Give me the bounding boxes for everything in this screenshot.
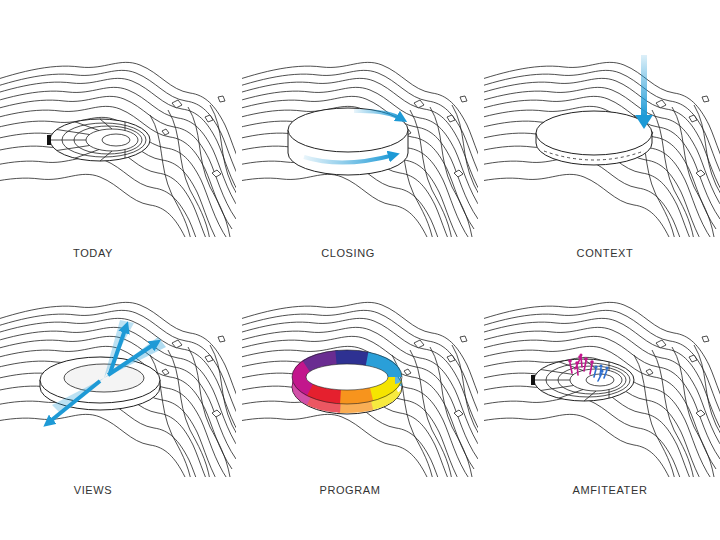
panel-label: VIEWS <box>74 484 112 497</box>
context-panel <box>484 55 720 237</box>
program-panel <box>242 302 478 477</box>
panel-label: TODAY <box>73 247 113 260</box>
today-panel <box>0 62 236 237</box>
panel-label: CONTEXT <box>577 247 634 260</box>
panel-label: CLOSING <box>321 247 375 260</box>
panel-label: AMFITEATER <box>573 484 648 497</box>
views-panel <box>0 302 236 477</box>
panel-label: PROGRAM <box>319 484 380 497</box>
closing-panel <box>242 62 478 237</box>
amfiteater-panel <box>484 302 720 477</box>
